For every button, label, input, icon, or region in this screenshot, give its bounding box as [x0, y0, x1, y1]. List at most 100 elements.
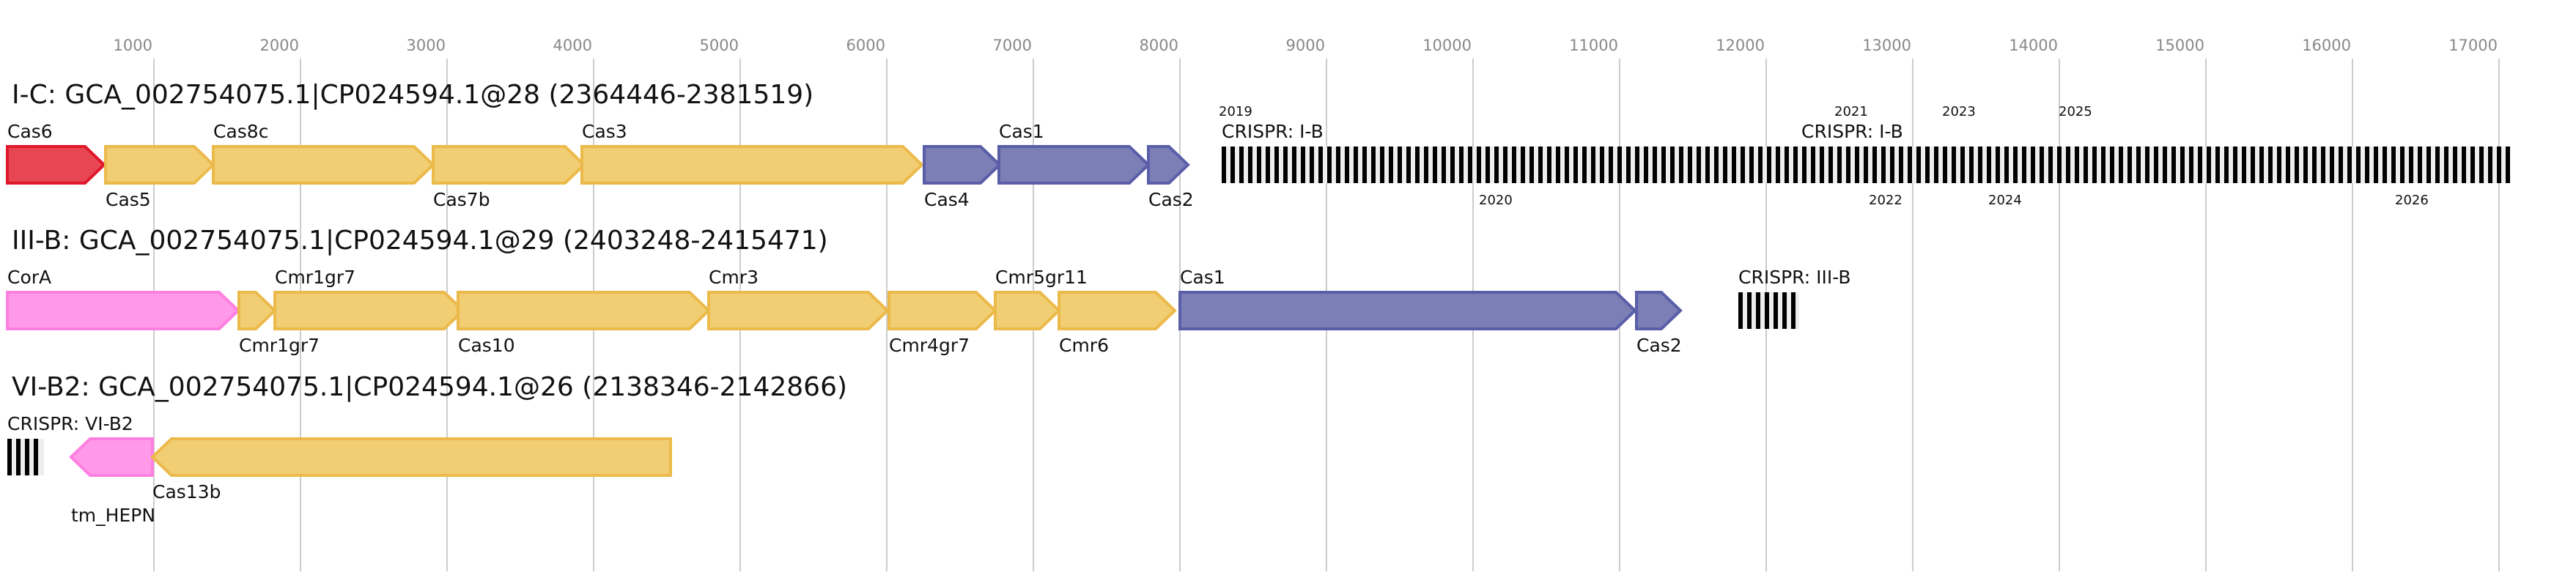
gene-shape [432, 145, 586, 185]
crispr-repeat [1670, 146, 1675, 183]
gene-arrow[interactable]: Cmr3 [707, 267, 890, 330]
crispr-repeat [1556, 146, 1560, 183]
gene-arrow[interactable]: Cmr1gr7 [237, 291, 320, 356]
crispr-repeat [1688, 146, 1692, 183]
crispr-repeat [2286, 146, 2290, 183]
crispr-repeat [2435, 146, 2440, 183]
gene-arrow[interactable]: tm_HEPN [69, 437, 155, 526]
gene-label: tm_HEPN [71, 505, 155, 526]
gene-label: Cmr6 [1059, 335, 1109, 356]
crispr-repeat [1591, 146, 1595, 183]
crispr-repeat [2110, 146, 2114, 183]
crispr-repeat [1723, 146, 1727, 183]
gene-shape [6, 145, 106, 185]
gene-arrow[interactable]: Cas8c [212, 121, 435, 185]
crispr-repeat [2075, 146, 2079, 183]
locus-track: III-B: GCA_002754075.1|CP024594.1@29 (24… [6, 226, 1851, 356]
crispr-array[interactable]: CRISPR: III-B [1738, 267, 1851, 329]
axis-tick-label: 16000 [2302, 37, 2351, 54]
crispr-repeat [1987, 146, 1991, 183]
crispr-repeat [1758, 146, 1763, 183]
crispr-repeat [2171, 146, 2176, 183]
crispr-array[interactable]: CRISPR: I-B [1222, 121, 2510, 183]
gene-arrow[interactable]: Cas3 [580, 121, 924, 185]
crispr-repeat [1741, 146, 1745, 183]
crispr-repeat [1336, 146, 1340, 183]
crispr-repeat [2418, 146, 2422, 183]
crispr-repeat [1653, 146, 1657, 183]
crispr-repeat [1776, 146, 1780, 183]
crispr-repeat [2101, 146, 2106, 183]
gene-arrow[interactable]: Cmr5gr11 [994, 267, 1088, 330]
gene-arrow[interactable]: CorA [6, 267, 240, 330]
gene-shape [457, 291, 711, 330]
crispr-repeat [1406, 146, 1411, 183]
crispr-label: CRISPR: I-B [1801, 121, 1903, 142]
crispr-array[interactable]: CRISPR: VI-B2 [7, 413, 133, 475]
gene-arrow[interactable]: Cas5 [104, 145, 215, 210]
crispr-repeat [1714, 146, 1719, 183]
gene-arrow[interactable]: Cmr4gr7 [887, 291, 997, 356]
gene-shape [707, 291, 890, 330]
gene-label: CRISPR: I-B [1222, 121, 1324, 142]
crispr-repeat [1978, 146, 1982, 183]
crispr-repeat [2066, 146, 2070, 183]
crispr-repeat [1899, 146, 1903, 183]
crispr-repeat [1749, 146, 1754, 183]
gene-arrow[interactable]: Cas6 [6, 121, 106, 185]
gene-shape [580, 145, 924, 185]
crispr-repeat [2497, 146, 2501, 183]
crispr-repeat [2242, 146, 2246, 183]
axis-tick-label: 1000 [114, 37, 152, 54]
crispr-repeat [1811, 146, 1815, 183]
crispr-repeat [2215, 146, 2220, 183]
gene-arrow[interactable]: Cmr6 [1058, 291, 1177, 356]
locus-title: III-B: GCA_002754075.1|CP024594.1@29 (24… [12, 226, 828, 256]
crispr-repeat [1565, 146, 1569, 183]
crispr-repeat [2470, 146, 2475, 183]
crispr-repeat [1738, 292, 1743, 329]
gene-arrow[interactable]: Cas4 [923, 145, 1002, 210]
crispr-repeat [1371, 146, 1376, 183]
crispr-repeat [1257, 146, 1261, 183]
gene-label: CorA [7, 267, 51, 288]
crispr-repeat [2356, 146, 2361, 183]
gene-label: Cas2 [1148, 189, 1194, 210]
crispr-repeat [2365, 146, 2369, 183]
gene-shape [237, 291, 277, 330]
gene-shape [69, 437, 154, 477]
crispr-repeat [1222, 146, 1226, 183]
crispr-repeat [2057, 146, 2062, 183]
crispr-repeat [1450, 146, 1455, 183]
gene-arrow[interactable]: Cas13b [150, 437, 672, 502]
crispr-repeat [1943, 146, 1947, 183]
gene-shape [1147, 145, 1190, 185]
gene-arrow[interactable]: Cas10 [457, 291, 711, 356]
gene-arrow[interactable]: Cas7b [432, 145, 586, 210]
gene-shape [923, 145, 1002, 185]
crispr-repeat [1855, 146, 1859, 183]
crispr-repeat [2040, 146, 2044, 183]
crispr-repeat [1872, 146, 1877, 183]
crispr-repeat [1521, 146, 1525, 183]
crispr-repeat [1503, 146, 1507, 183]
gene-arrow[interactable]: Cmr1gr7 [273, 267, 465, 330]
gene-label: CRISPR: VI-B2 [7, 413, 133, 434]
crispr-repeat [1424, 146, 1428, 183]
year-annotation: 2021 [1834, 104, 1868, 119]
gene-shape [273, 291, 465, 330]
locus-title: VI-B2: GCA_002754075.1|CP024594.1@26 (21… [12, 372, 847, 402]
gene-arrow[interactable]: Cas2 [1147, 145, 1194, 210]
crispr-repeat [1679, 146, 1683, 183]
crispr-repeat [1774, 292, 1778, 329]
crispr-repeat [1925, 146, 1930, 183]
axis-tick-label: 14000 [2009, 37, 2058, 54]
axis-tick-label: 7000 [993, 37, 1032, 54]
crispr-repeat [1310, 146, 1314, 183]
gene-arrow[interactable]: Cas2 [1635, 291, 1683, 356]
gene-arrow[interactable]: Cas1 [997, 121, 1151, 185]
crispr-repeat [2303, 146, 2308, 183]
crispr-repeat [1846, 146, 1850, 183]
crispr-repeat [2330, 146, 2334, 183]
gene-arrow[interactable]: Cas1 [1178, 267, 1637, 330]
